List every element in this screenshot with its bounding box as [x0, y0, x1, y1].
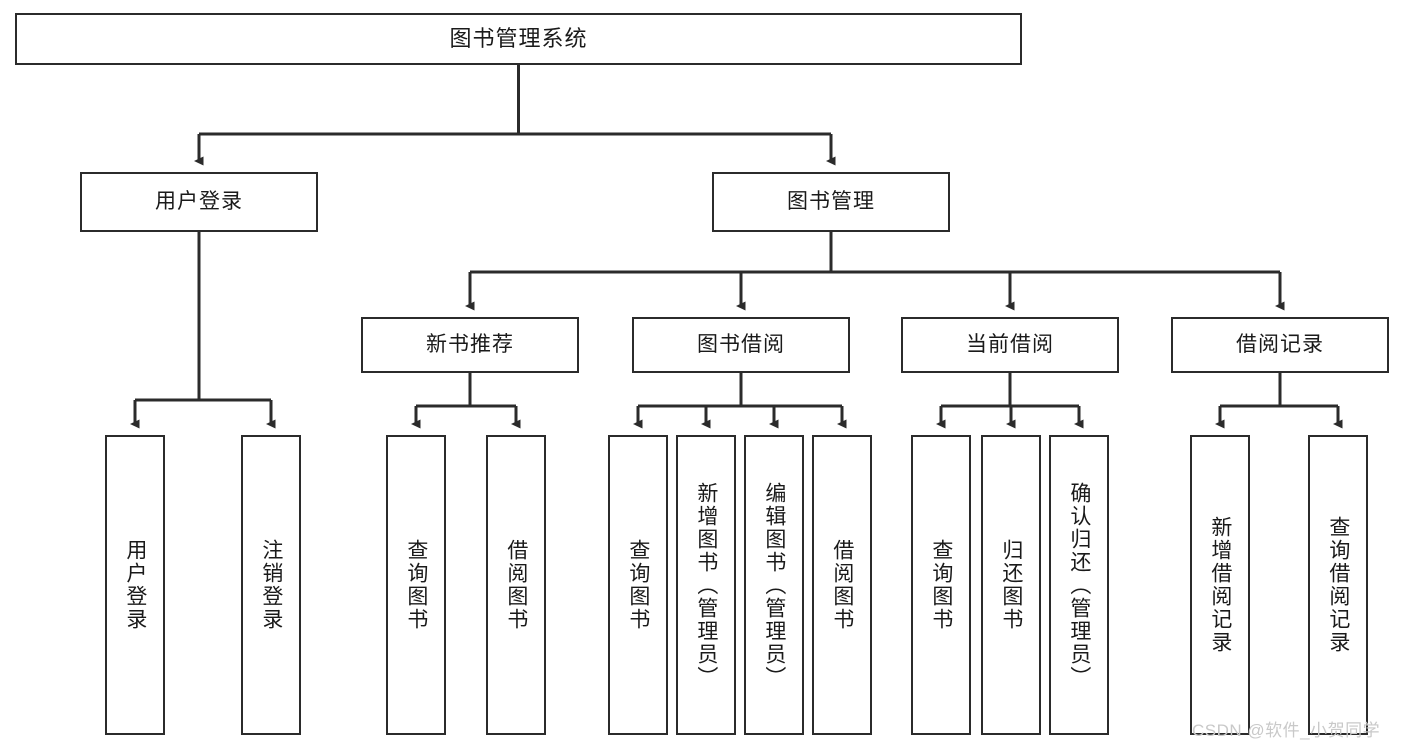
node-label: 查询借阅记录 — [1326, 516, 1350, 654]
node-label: 借阅图书 — [504, 539, 528, 631]
node-leaf-7[interactable]: 借阅图书 — [812, 435, 872, 735]
node-leaf-12[interactable]: 查询借阅记录 — [1308, 435, 1368, 735]
node-label: 编辑图书（管理员） — [762, 481, 786, 689]
node-level3-1[interactable]: 图书借阅 — [632, 317, 850, 373]
node-label: 借阅记录 — [1236, 333, 1324, 357]
node-label: 新增图书（管理员） — [694, 481, 718, 689]
node-root[interactable]: 图书管理系统 — [15, 13, 1022, 65]
watermark: CSDN @软件_小贺同学 — [1192, 721, 1381, 740]
node-label: 查询图书 — [404, 539, 428, 631]
node-level2-1[interactable]: 图书管理 — [712, 172, 950, 232]
node-leaf-10[interactable]: 确认归还（管理员） — [1049, 435, 1109, 735]
node-label: 当前借阅 — [966, 333, 1054, 357]
node-label: 新增借阅记录 — [1208, 516, 1232, 654]
node-leaf-9[interactable]: 归还图书 — [981, 435, 1041, 735]
node-leaf-3[interactable]: 借阅图书 — [486, 435, 546, 735]
node-level3-3[interactable]: 借阅记录 — [1171, 317, 1389, 373]
node-leaf-0[interactable]: 用户登录 — [105, 435, 165, 735]
node-label: 确认归还（管理员） — [1067, 481, 1091, 689]
node-leaf-4[interactable]: 查询图书 — [608, 435, 668, 735]
node-label: 图书管理 — [787, 190, 875, 214]
node-leaf-5[interactable]: 新增图书（管理员） — [676, 435, 736, 735]
node-level3-2[interactable]: 当前借阅 — [901, 317, 1119, 373]
node-leaf-11[interactable]: 新增借阅记录 — [1190, 435, 1250, 735]
node-label: 查询图书 — [626, 539, 650, 631]
node-leaf-6[interactable]: 编辑图书（管理员） — [744, 435, 804, 735]
node-label: 注销登录 — [259, 539, 283, 631]
node-level2-0[interactable]: 用户登录 — [80, 172, 318, 232]
node-level3-0[interactable]: 新书推荐 — [361, 317, 579, 373]
node-label: 图书借阅 — [697, 333, 785, 357]
node-label: 用户登录 — [123, 539, 147, 631]
node-label: 归还图书 — [999, 539, 1023, 631]
node-label: 新书推荐 — [426, 333, 514, 357]
node-leaf-1[interactable]: 注销登录 — [241, 435, 301, 735]
node-label: 借阅图书 — [830, 539, 854, 631]
node-leaf-2[interactable]: 查询图书 — [386, 435, 446, 735]
node-label: 用户登录 — [155, 190, 243, 214]
node-leaf-8[interactable]: 查询图书 — [911, 435, 971, 735]
node-label: 查询图书 — [929, 539, 953, 631]
node-label: 图书管理系统 — [449, 25, 588, 51]
